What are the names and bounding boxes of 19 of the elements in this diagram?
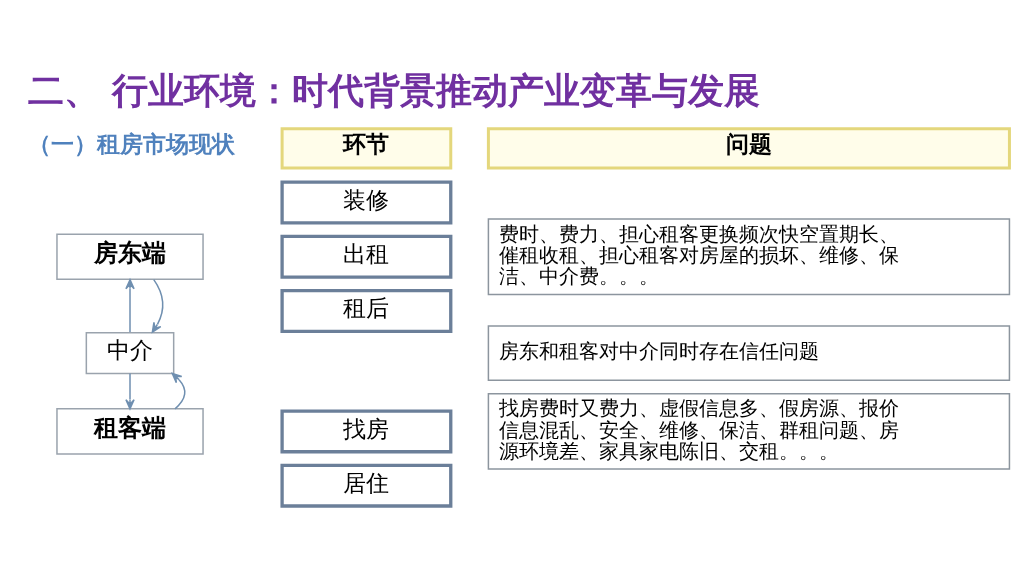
node-box: 租后 (279, 289, 452, 333)
node-box: 出租 (279, 234, 452, 279)
node-box: 环节 (280, 127, 452, 170)
node-box: 房东端 (55, 233, 204, 281)
label: （一）租房市场现状 (27, 131, 235, 158)
node-box: 租客端 (55, 408, 204, 455)
node-box: 找房费时又费力、虚假信息多、假房源、报价信息混乱、安全、维修、保洁、群租问题、房源环境差、家具家电陈旧、交租。。。 (487, 393, 1010, 470)
arrow (124, 372, 135, 410)
arrow (171, 372, 186, 410)
node-box: 找房 (279, 409, 452, 454)
arrow (124, 278, 135, 333)
diagram-title: 二、 行业环境：时代背景推动产业变革与发展 (27, 69, 760, 113)
node-box: 房东和租客对中介同时存在信任问题 (487, 325, 1010, 381)
node-box: 中介 (85, 332, 174, 375)
node-box: 居住 (279, 463, 452, 508)
arrow (151, 278, 163, 333)
node-box: 费时、费力、担心租客更换频次快空置期长、催租收租、担心租客对房屋的损坏、维修、保洁、中介费。。。 (487, 218, 1010, 296)
node-box: 装修 (279, 180, 452, 225)
node-box: 问题 (486, 127, 1011, 170)
